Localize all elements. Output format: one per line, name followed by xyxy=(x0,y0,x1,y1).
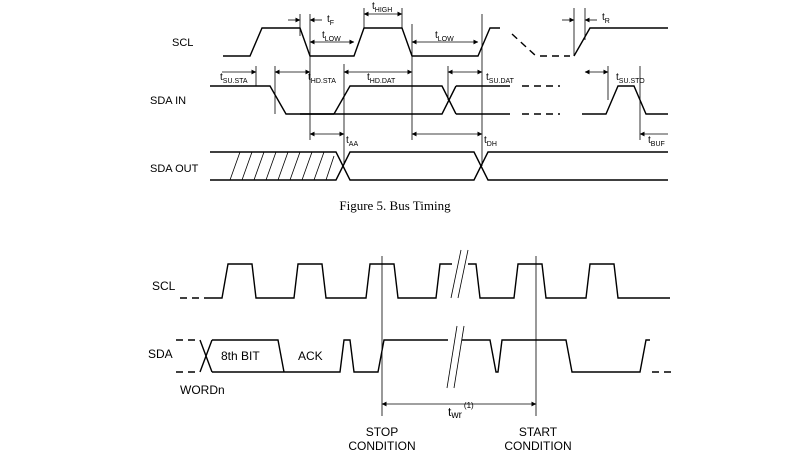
scl-label: SCL xyxy=(172,37,193,49)
thddat-label: tHD.DAT xyxy=(367,72,396,85)
figure5-caption: Figure 5. Bus Timing xyxy=(339,198,451,213)
sda2-word-bottom xyxy=(199,339,213,373)
start-condition-label-1: START xyxy=(519,425,558,439)
tlow2-label: tLOW xyxy=(435,30,454,43)
sda2-after-break xyxy=(462,339,650,373)
sda-in-label: SDA IN xyxy=(150,95,186,107)
scl2-waveform-left xyxy=(206,263,452,299)
ack-label: ACK xyxy=(298,349,323,363)
tbuf-label: tBUF xyxy=(648,135,665,148)
thdsta-label: tHD.STA xyxy=(308,72,336,85)
tlow1-label: tLOW xyxy=(322,30,341,43)
break-marks xyxy=(446,249,469,389)
twr-label: twr(1) xyxy=(448,401,474,421)
sda-in-high-start xyxy=(210,85,334,115)
word-label: WORDn xyxy=(180,383,225,397)
sda-out-top xyxy=(210,151,668,181)
sda-in-data-top xyxy=(333,85,457,115)
scl-waveform xyxy=(223,27,500,57)
scl-waveform-end xyxy=(573,27,668,57)
sda-in-stop-pulse xyxy=(582,85,668,115)
tr-label: tR xyxy=(602,12,610,25)
sda-label-2: SDA xyxy=(148,347,173,361)
stop-condition-label-1: STOP xyxy=(366,425,398,439)
scl-dashed-segment xyxy=(511,33,537,57)
sda-out-label: SDA OUT xyxy=(150,163,199,175)
scl2-waveform-right xyxy=(468,263,670,299)
taa-label: tAA xyxy=(346,135,358,148)
dimension-arrows xyxy=(222,11,668,137)
write-cycle-diagram: SCL SDA 8th BIT ACK WORDn twr(1) xyxy=(148,249,676,453)
sda-out-hatch xyxy=(229,151,335,181)
tsusto-label: tSU.STO xyxy=(616,72,645,85)
start-condition-label-2: CONDITION xyxy=(504,439,571,453)
tsusta-label: tSU.STA xyxy=(220,72,248,85)
scl-label-2: SCL xyxy=(152,279,176,293)
thigh-label: tHIGH xyxy=(372,1,392,14)
tf-label: tF xyxy=(327,14,334,27)
bit8-label: 8th BIT xyxy=(221,349,260,363)
tdh-label: tDH xyxy=(484,135,497,148)
sda2-bit8-top xyxy=(212,339,285,373)
reference-lines xyxy=(255,8,641,166)
bus-timing-diagram: SCL SDA IN SDA OUT xyxy=(150,1,668,213)
sda-out-bottom xyxy=(210,151,668,181)
stop-condition-label-2: CONDITION xyxy=(348,439,415,453)
tsudat-label: tSU.DAT xyxy=(486,72,515,85)
sda-in-data-bottom xyxy=(334,85,457,115)
